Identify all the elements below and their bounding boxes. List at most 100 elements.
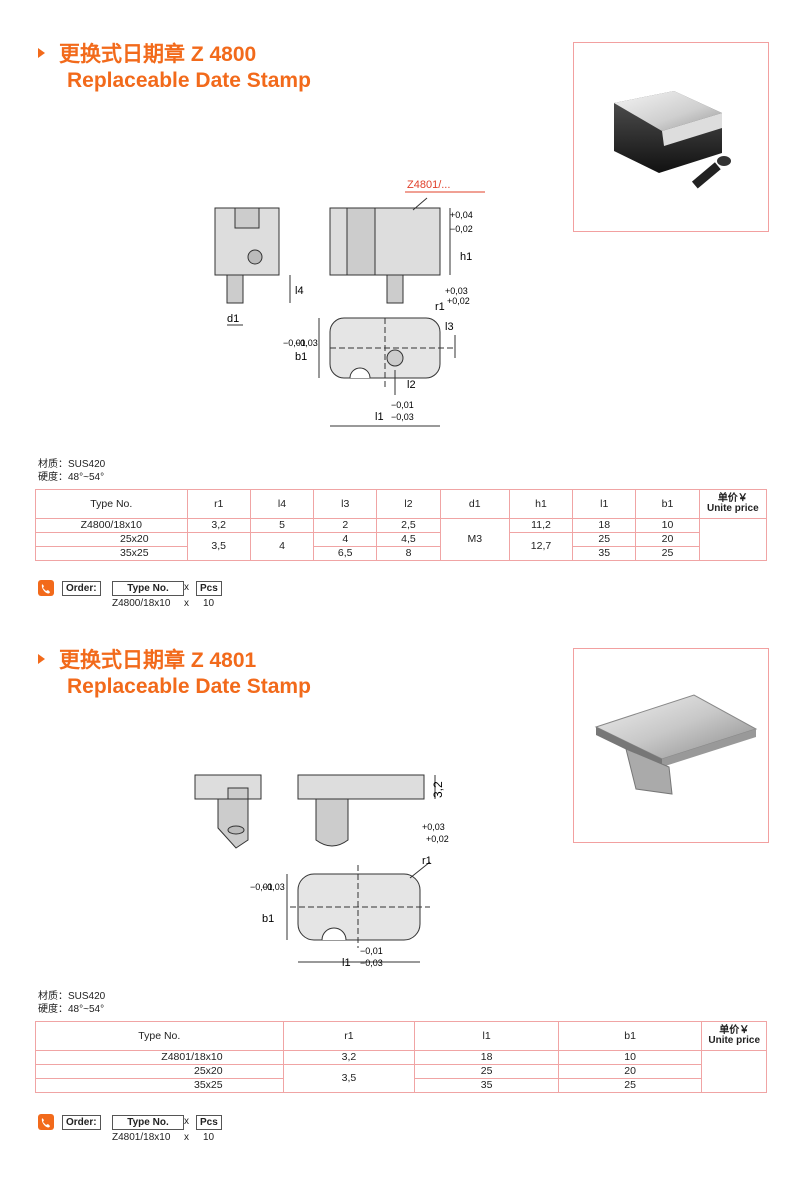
table-row: 25x20 3,5 4 4 4,5 12,7 25 20 [35, 532, 767, 561]
dim-l3-label: l3 [445, 321, 454, 333]
dim-b1-label: b1 [262, 913, 274, 925]
section2-material: 材质：SUS420 硬度：48°~54° [38, 990, 105, 1016]
section2-technical-drawing: 3,2 r1 +0,03 +0,02 b1 −0,01 −0,03 l1 −0,… [194, 774, 449, 969]
table-row: Z4800/18x10 3,2 5 2 2,5 M3 11,2 18 10 [35, 518, 768, 561]
dim-r1-tol-top: +0,03 [445, 286, 468, 296]
section1-title-en: Replaceable Date Stamp [67, 69, 311, 92]
table-header-row: Type No. r1 l4 l3 l2 d1 h1 l1 b1 单价￥ Uni… [35, 489, 768, 519]
order-example-x: x [184, 1132, 189, 1143]
header-l2: l2 [376, 489, 441, 519]
dim-l4-label: l4 [295, 285, 304, 297]
date-stamp-photo-image [614, 91, 731, 189]
order-x: x [184, 1116, 189, 1127]
header-type-no: Type No. [35, 489, 188, 519]
section1-product-photo [573, 42, 769, 232]
header-d1: d1 [439, 489, 510, 519]
dim-r1-tol-top: +0,03 [422, 822, 445, 832]
phone-order-icon [38, 1114, 54, 1130]
section1-technical-drawing: Z4801/... d1 l4 h1 +0,04 −0,02 l3 l2 r1 … [214, 179, 485, 427]
table-cell: 11,2 [508, 518, 574, 533]
table-cell: 25 [557, 1078, 703, 1093]
dim-b1-label: b1 [295, 351, 307, 363]
order-example-type: Z4801/18x10 [112, 1132, 171, 1143]
dim-b1-tol-top: −0,01 [250, 882, 273, 892]
table-cell: 10 [635, 518, 700, 533]
table-cell-merged-d1: M3 [439, 518, 510, 561]
dim-l1-tol-top: −0,01 [360, 946, 383, 956]
table-row: Z4801/18x10 3,2 18 10 [35, 1050, 767, 1093]
table-cell: 35 [572, 546, 637, 561]
dim-h1-label: h1 [460, 251, 472, 263]
table-cell: 2,5 [376, 518, 441, 533]
section2-title-cn: 更换式日期章 Z 4801 [59, 649, 257, 672]
hardness-text: 硬度：48°~54° [38, 472, 105, 483]
table-cell: 3,2 [186, 518, 251, 533]
order-label: Order: [62, 1115, 101, 1130]
dim-h1-tol-top: +0,04 [450, 210, 473, 220]
header-b1: b1 [557, 1021, 703, 1051]
table-cell: 18 [414, 1050, 559, 1065]
material-text: 材质：SUS420 [38, 991, 106, 1002]
table-cell-merged-h1: 12,7 [508, 532, 574, 561]
phone-order-icon [38, 580, 54, 596]
order-pcs-box: Pcs [196, 1115, 222, 1130]
header-l3: l3 [313, 489, 378, 519]
dim-h1-tol-bot: −0,02 [450, 224, 473, 234]
table-cell: 35 [414, 1078, 559, 1093]
section1-material: 材质：SUS420 硬度：48°~54° [38, 458, 105, 484]
dim-d1-label: d1 [227, 313, 239, 325]
bullet-triangle-icon [38, 48, 45, 59]
material-text: 材质：SUS420 [38, 459, 106, 470]
table-cell: 25 [414, 1064, 559, 1079]
price-en-label: Unite price [706, 503, 759, 514]
table-cell: 35x25 [35, 1078, 284, 1093]
table-cell: 20 [635, 532, 700, 547]
header-r1: r1 [282, 1021, 416, 1051]
header-h1: h1 [508, 489, 574, 519]
table-cell: Z4801/18x10 [35, 1050, 284, 1065]
table-cell: 25x20 [35, 532, 188, 547]
section2-title: 更换式日期章 Z 4801 Replaceable Date Stamp [38, 648, 311, 700]
order-type-no-box: Type No. [112, 1115, 184, 1130]
table-cell-price [698, 518, 768, 561]
dim-b1-tol-top: −0,01 [283, 338, 306, 348]
table-cell: 25 [635, 546, 700, 561]
table-cell: 25 [572, 532, 637, 547]
table-cell: Z4800/18x10 [35, 518, 188, 533]
header-type-no: Type No. [35, 1021, 284, 1051]
order-x: x [184, 582, 189, 593]
header-b1: b1 [635, 489, 700, 519]
dim-r1-label: r1 [435, 301, 445, 313]
table-cell-merged-r1: 3,5 [282, 1064, 416, 1093]
header-l4: l4 [249, 489, 315, 519]
order-type-no-box: Type No. [112, 581, 184, 596]
dim-l2-label: l2 [407, 379, 416, 391]
section1-spec-table: Type No. r1 l4 l3 l2 d1 h1 l1 b1 单价￥ Uni… [35, 489, 768, 561]
order-label: Order: [62, 581, 101, 596]
section2-order-info: Order: Type No. x Pcs Z4801/18x10 x 10 [38, 1114, 288, 1144]
dim-l1-tol-bot: −0,03 [391, 412, 414, 422]
dim-height-label: 3,2 [431, 781, 445, 798]
table-row: 25x20 3,5 25 20 [35, 1064, 767, 1093]
price-en-label: Unite price [708, 1035, 761, 1046]
table-cell: 4,5 [376, 532, 441, 547]
section1-title: 更换式日期章 Z 4800 Replaceable Date Stamp [38, 42, 311, 94]
header-l1: l1 [414, 1021, 559, 1051]
dim-l1-tol-bot: −0,03 [360, 958, 383, 968]
order-example-type: Z4800/18x10 [112, 598, 171, 609]
table-cell: 6,5 [313, 546, 378, 561]
table-cell: 10 [557, 1050, 703, 1065]
order-example-x: x [184, 598, 189, 609]
table-cell: 25x20 [35, 1064, 284, 1079]
header-unit-price: 单价￥ Unite price [701, 1021, 767, 1051]
dim-l1-tol-top: −0,01 [391, 400, 414, 410]
table-cell: 20 [557, 1064, 703, 1079]
table-cell: 18 [572, 518, 637, 533]
section2-title-en: Replaceable Date Stamp [67, 675, 311, 698]
dim-r1-tol-bot: +0,02 [426, 834, 449, 844]
header-r1: r1 [186, 489, 251, 519]
date-stamp-plate-photo-image [594, 694, 758, 795]
table-cell: 35x25 [35, 546, 188, 561]
table-cell-merged-l4: 4 [249, 532, 315, 561]
table-cell: 5 [249, 518, 315, 533]
